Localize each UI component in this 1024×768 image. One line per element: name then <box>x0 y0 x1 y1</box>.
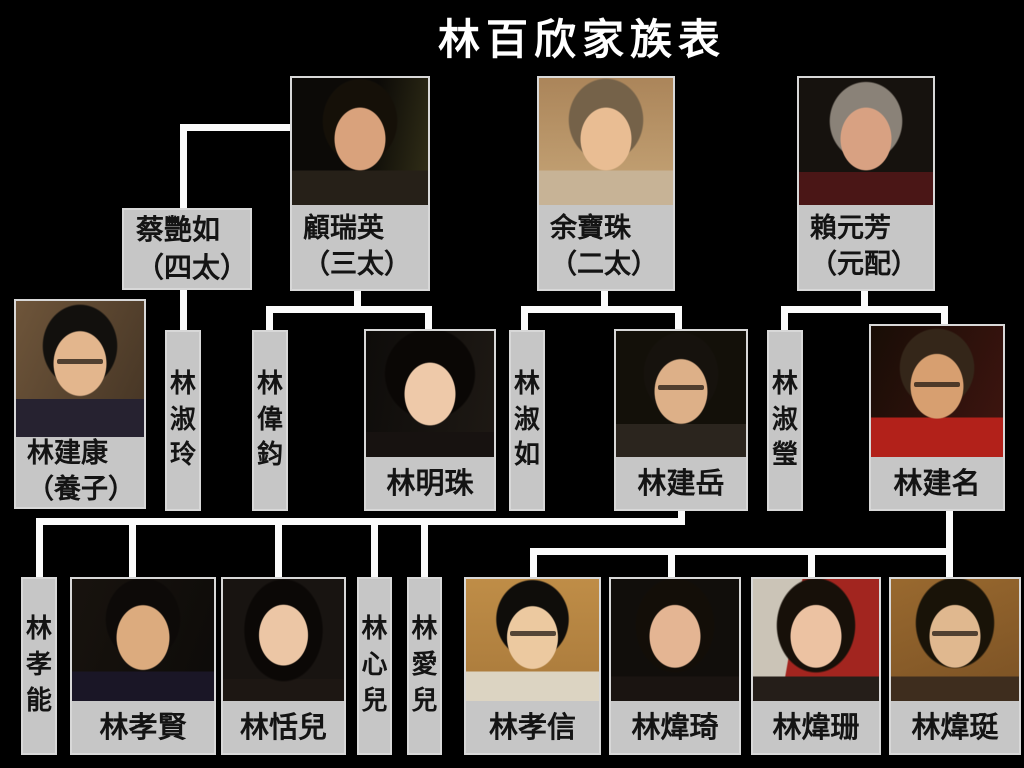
person-box-lin-shu-ru: 林淑如 <box>509 330 545 511</box>
person-label: 林煒琦 <box>611 701 739 753</box>
person-label: 余寶珠 （二太） <box>539 205 673 289</box>
person-label: 林明珠 <box>366 457 494 509</box>
person-box-lin-xin-er: 林心兒 <box>357 577 392 755</box>
photo-lin-wei-shan <box>753 579 879 701</box>
person-name: 賴元芳 <box>810 212 891 244</box>
person-label: 林建岳 <box>616 457 746 509</box>
person-subtitle: （三太） <box>303 249 411 280</box>
diagram-title: 林百欣家族表 <box>437 15 726 64</box>
person-name: 林孝能 <box>25 614 52 716</box>
connector-line <box>601 289 608 312</box>
connector-line <box>129 518 136 579</box>
person-label: 顧瑞英 （三太） <box>292 205 428 289</box>
person-card-lin-jian-kang: 林建康 （養子） <box>14 299 146 509</box>
photo-lin-xiao-xin <box>466 579 599 701</box>
connector-line <box>275 518 282 579</box>
connector-line <box>180 288 187 332</box>
connector-line <box>36 518 685 525</box>
connector-line <box>678 509 685 525</box>
connector-line <box>180 124 293 131</box>
connector-line <box>808 548 815 579</box>
person-card-lin-wei-shan: 林煒珊 <box>751 577 881 755</box>
photo-lin-jian-yue <box>616 331 746 457</box>
photo-lin-ming-zhu <box>366 331 494 457</box>
connector-line <box>781 306 948 313</box>
photo-yu-bao-zhu <box>539 78 673 205</box>
connector-line <box>675 306 682 332</box>
person-card-gu-rui-ying: 顧瑞英 （三太） <box>290 76 430 291</box>
connector-line <box>781 306 788 332</box>
connector-line <box>521 306 528 332</box>
person-subtitle: （養子） <box>27 474 135 505</box>
person-label: 林建名 <box>871 457 1003 509</box>
person-card-yu-bao-zhu: 余寶珠 （二太） <box>537 76 675 291</box>
person-label: 林建康 （養子） <box>16 437 144 507</box>
person-box-cai-yan-ru: 蔡艷如 （四太） <box>122 208 252 290</box>
photo-lin-xiao-xian <box>72 579 214 701</box>
connector-line <box>266 306 273 332</box>
photo-lai-yuan-fang <box>799 78 933 205</box>
person-card-lin-jian-yue: 林建岳 <box>614 329 748 511</box>
person-card-lin-tian-er: 林恬兒 <box>221 577 346 755</box>
person-label: 林孝信 <box>466 701 599 753</box>
person-card-lin-ming-zhu: 林明珠 <box>364 329 496 511</box>
person-label: 林煒珊 <box>753 701 879 753</box>
photo-gu-rui-ying <box>292 78 428 205</box>
person-subtitle: （四太） <box>136 251 249 284</box>
photo-lin-jian-ming <box>871 326 1003 457</box>
person-name: 顧瑞英 <box>303 212 384 244</box>
connector-line <box>941 306 948 326</box>
person-name: 林淑瑩 <box>771 368 798 471</box>
person-card-lin-xiao-xian: 林孝賢 <box>70 577 216 755</box>
photo-lin-tian-er <box>223 579 344 701</box>
person-label: 賴元芳 （元配） <box>799 205 933 289</box>
person-box-lin-shu-ling: 林淑玲 <box>165 330 201 511</box>
person-card-lin-xiao-xin: 林孝信 <box>464 577 601 755</box>
person-box-lin-shu-ying: 林淑瑩 <box>767 330 803 511</box>
person-name: 余寶珠 <box>550 212 631 244</box>
photo-lin-wei-ting <box>891 579 1019 701</box>
connector-line <box>530 548 953 555</box>
connector-line <box>425 306 432 332</box>
connector-line <box>36 518 43 579</box>
person-card-lin-jian-ming: 林建名 <box>869 324 1005 511</box>
connector-line <box>946 548 953 579</box>
person-label: 林孝賢 <box>72 701 214 753</box>
photo-lin-wei-qi <box>611 579 739 701</box>
connector-line <box>861 289 868 312</box>
person-name: 林淑如 <box>513 368 540 471</box>
connector-line <box>668 548 675 579</box>
connector-line <box>530 548 537 579</box>
person-name: 林心兒 <box>361 614 388 716</box>
person-card-lin-wei-qi: 林煒琦 <box>609 577 741 755</box>
person-box-lin-ai-er: 林愛兒 <box>407 577 442 755</box>
person-name: 林建康 <box>27 437 108 469</box>
connector-line <box>521 306 682 313</box>
photo-lin-jian-kang <box>16 301 144 437</box>
connector-line <box>946 509 953 555</box>
person-label: 林煒珽 <box>891 701 1019 753</box>
person-name: 林淑玲 <box>169 368 196 471</box>
person-name: 林愛兒 <box>411 614 438 716</box>
person-card-lai-yuan-fang: 賴元芳 （元配） <box>797 76 935 291</box>
person-name: 蔡艷如 <box>136 213 221 247</box>
person-box-lin-xiao-neng: 林孝能 <box>21 577 57 755</box>
connector-line <box>371 518 378 579</box>
person-name: 林偉鈞 <box>256 368 283 471</box>
connector-line <box>180 124 187 210</box>
connector-line <box>421 518 428 579</box>
connector-line <box>266 306 432 313</box>
person-subtitle: （元配） <box>810 249 918 280</box>
person-card-lin-wei-ting: 林煒珽 <box>889 577 1021 755</box>
person-label: 林恬兒 <box>223 701 344 753</box>
person-box-lin-wei-jun: 林偉鈞 <box>252 330 288 511</box>
connector-line <box>354 289 361 312</box>
person-subtitle: （二太） <box>550 249 658 280</box>
